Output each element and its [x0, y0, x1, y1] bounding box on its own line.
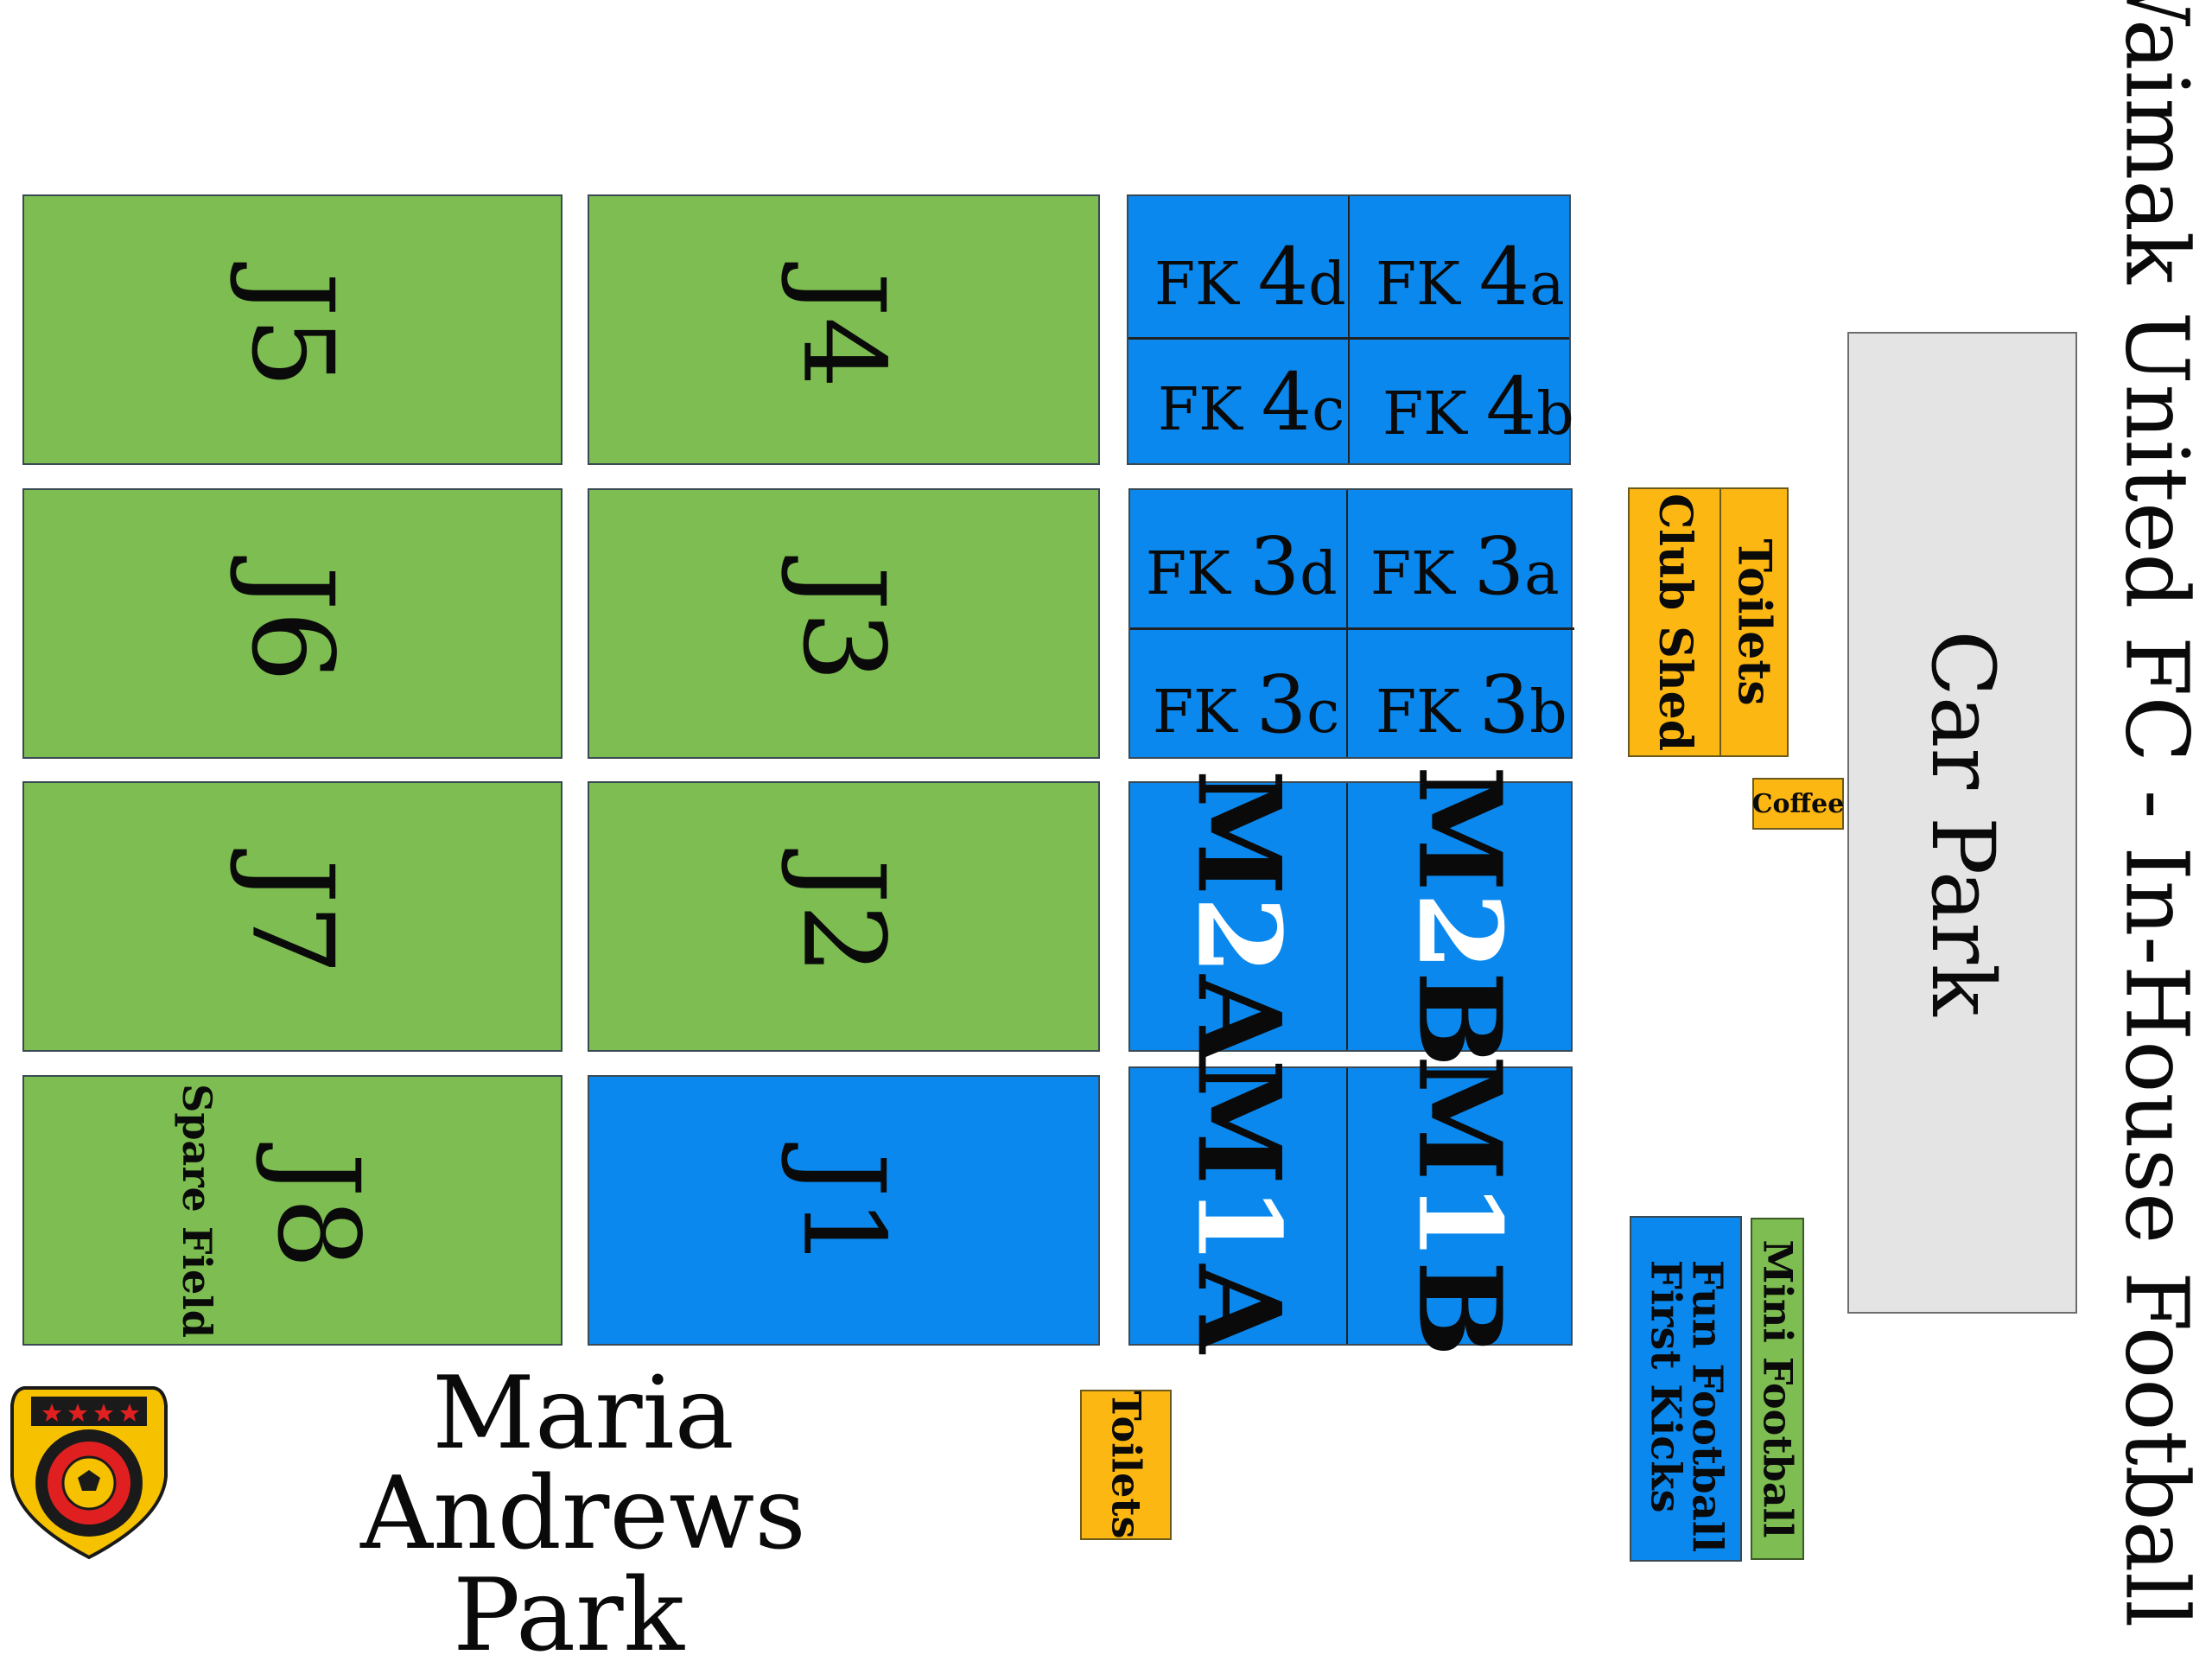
- fk4c-label: FK 4c: [1158, 356, 1345, 449]
- venue-line2: Park: [453, 1557, 684, 1674]
- spare-field-label: Spare Field: [174, 1083, 220, 1338]
- page-title-text: Waimak United FC - In-House Football: [2106, 0, 2208, 1627]
- car-park: Car Park: [1847, 332, 2077, 1314]
- field-j7-label: J7: [226, 858, 359, 975]
- field-m1a-label: M1A: [1171, 1059, 1306, 1353]
- field-j4-label: J4: [778, 271, 910, 388]
- fk4d-label: FK 4d: [1154, 231, 1346, 323]
- field-j1: J1: [588, 1075, 1100, 1346]
- m1-block: M1A M1B: [1128, 1055, 1573, 1357]
- coffee-stand: Coffee: [1752, 778, 1844, 830]
- fun-football-label: Fun Football: [1682, 1259, 1731, 1553]
- field-m1b-label: M1B: [1392, 1054, 1527, 1358]
- mini-football-label: Mini Football: [1754, 1239, 1801, 1538]
- toilets-top-label: Toilets: [1728, 538, 1781, 706]
- page-title: Waimak United FC - In-House Football: [2107, 0, 2208, 1627]
- car-park-label: Car Park: [1911, 629, 2013, 1016]
- fk4b-label: FK 4b: [1382, 360, 1574, 453]
- field-j3: J3: [588, 488, 1100, 759]
- fk3-block: FK 3d FK 3a FK 3c FK 3b: [1128, 488, 1574, 759]
- field-m2b-label: M2B: [1392, 765, 1527, 1068]
- field-m2a-label: M2A: [1171, 769, 1306, 1064]
- mini-football-area: Mini Football: [1751, 1218, 1804, 1560]
- field-j6-label: J6: [226, 565, 359, 682]
- club-logo: WAIMAKARIRI UNITED FC: [7, 1372, 171, 1561]
- field-j8: J8 Spare Field: [22, 1075, 563, 1346]
- field-j3-label: J3: [778, 565, 910, 682]
- fk4-block: FK 4d FK 4a FK 4c FK 4b: [1127, 194, 1574, 465]
- field-j6: J6: [22, 488, 563, 759]
- field-j1-label: J1: [778, 1152, 910, 1269]
- first-kicks-label: First Kicks: [1641, 1259, 1689, 1513]
- m2-block: M2A M2B: [1128, 766, 1573, 1067]
- fun-football-area: Fun Football First Kicks: [1630, 1216, 1742, 1562]
- fk4a-label: FK 4a: [1376, 231, 1565, 323]
- field-j8-label: J8: [252, 1152, 385, 1269]
- club-crest-icon: [10, 1386, 168, 1560]
- field-j4: J4: [588, 194, 1100, 465]
- fk3a-label: FK 3a: [1370, 520, 1560, 613]
- club-shed-building: Club Shed Toilets: [1628, 487, 1789, 757]
- fk3b-label: FK 3b: [1376, 659, 1567, 751]
- venue-line1: Maria Andrews: [360, 1355, 806, 1572]
- club-shed-label: Club Shed: [1649, 493, 1701, 752]
- fk3d-label: FK 3d: [1146, 520, 1338, 613]
- field-j2-label: J2: [778, 858, 910, 975]
- fk3c-label: FK 3c: [1153, 659, 1340, 751]
- toilets-bottom-label: Toilets: [1103, 1391, 1149, 1539]
- toilets-bottom: Toilets: [1080, 1390, 1172, 1540]
- field-j5: J5: [22, 194, 563, 465]
- coffee-label: Coffee: [1751, 788, 1845, 819]
- field-j5-label: J5: [226, 271, 359, 388]
- field-j7: J7: [22, 781, 563, 1052]
- field-j2: J2: [588, 781, 1100, 1052]
- venue-name: Maria Andrews Park: [190, 1364, 968, 1666]
